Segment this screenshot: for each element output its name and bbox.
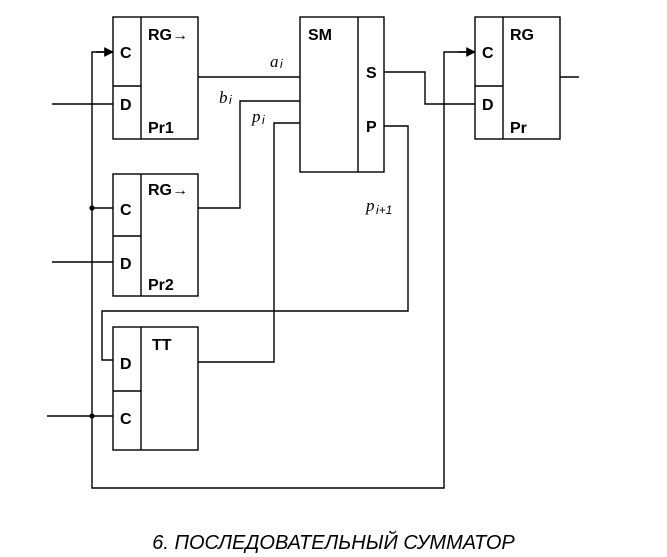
signal-a-sub: i bbox=[280, 57, 283, 71]
pr1-port-c: C bbox=[120, 45, 132, 62]
signal-label-b-i: b i bbox=[219, 88, 232, 107]
wire-p-i-plus-1 bbox=[101, 125, 409, 361]
wires bbox=[47, 47, 579, 489]
sm-type-label: SM bbox=[308, 27, 332, 44]
sm-port-s: S bbox=[366, 65, 377, 82]
trigger-tt: TT D C bbox=[112, 326, 199, 451]
tt-port-c: C bbox=[120, 411, 132, 428]
pr2-type-label: RG→ bbox=[148, 182, 188, 199]
wire-b-i bbox=[198, 100, 300, 209]
tt-type-label: TT bbox=[152, 337, 172, 354]
sm-port-p: P bbox=[366, 119, 377, 136]
signal-label-p-i-plus-1: p i+1 bbox=[365, 196, 392, 217]
signal-p-base: p bbox=[251, 107, 261, 126]
pr-port-c: C bbox=[482, 45, 494, 62]
pr1-name: Pr1 bbox=[148, 120, 174, 137]
adder-sm: SM S P bbox=[299, 16, 385, 173]
pr-port-d: D bbox=[482, 97, 494, 114]
pr1-port-d: D bbox=[120, 97, 132, 114]
junction-pr2-clock bbox=[89, 205, 95, 211]
signal-label-a-i: a i bbox=[270, 52, 283, 71]
signal-pn-sub: i+1 bbox=[376, 203, 392, 217]
wire-sum-out bbox=[384, 71, 475, 105]
pr2-port-c: C bbox=[120, 202, 132, 219]
register-pr2: RG→ C D Pr2 bbox=[112, 173, 199, 297]
signal-p-sub: i bbox=[262, 113, 265, 127]
wire-p-i bbox=[198, 122, 300, 363]
pr-type-label: RG bbox=[510, 27, 534, 44]
register-pr: RG C D Pr bbox=[474, 16, 561, 140]
figure-caption: 6. ПОСЛЕДОВАТЕЛЬНЫЙ СУММАТОР bbox=[152, 532, 515, 554]
signal-pn-base: p bbox=[365, 196, 375, 215]
signal-b-sub: i bbox=[229, 93, 232, 107]
pr1-type-label: RG→ bbox=[148, 27, 188, 44]
clock-bus-wire bbox=[91, 51, 475, 489]
signal-b-base: b bbox=[219, 88, 228, 107]
pr2-name: Pr2 bbox=[148, 277, 174, 294]
tt-port-d: D bbox=[120, 356, 132, 373]
signal-a-base: a bbox=[270, 52, 279, 71]
pr2-port-d: D bbox=[120, 256, 132, 273]
signal-label-p-i: p i bbox=[251, 107, 265, 127]
register-pr1: RG→ C D Pr1 bbox=[112, 16, 199, 140]
pr-name: Pr bbox=[510, 120, 527, 137]
